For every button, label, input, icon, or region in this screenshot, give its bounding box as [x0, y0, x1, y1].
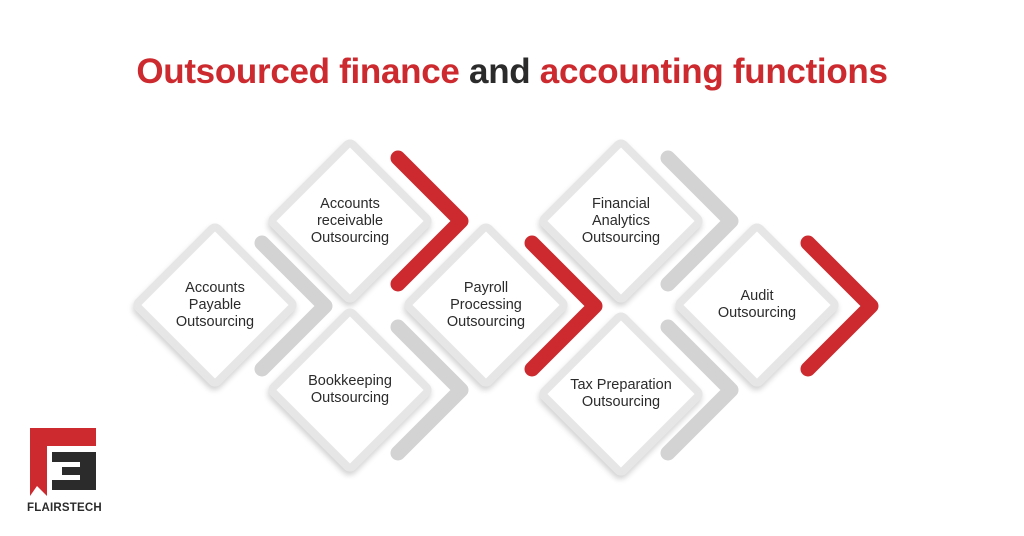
chevron-arrow-2 [254, 235, 333, 377]
chevron-arrow-4 [524, 235, 603, 377]
page-title: Outsourced finance and accounting functi… [0, 52, 1024, 92]
title-part-1: Outsourced finance [136, 52, 460, 91]
logo-text: FLAIRSTECH [27, 502, 102, 514]
chevron-arrow-3 [390, 319, 469, 461]
title-part-2: and [469, 52, 531, 91]
chevron-arrow-1 [390, 150, 469, 292]
chevron-arrow-6 [660, 319, 739, 461]
title-part-3: accounting functions [539, 52, 888, 91]
chevron-arrow-5 [660, 150, 739, 292]
chevron-arrow-7 [800, 235, 879, 377]
flairstech-logo-icon [30, 428, 96, 496]
